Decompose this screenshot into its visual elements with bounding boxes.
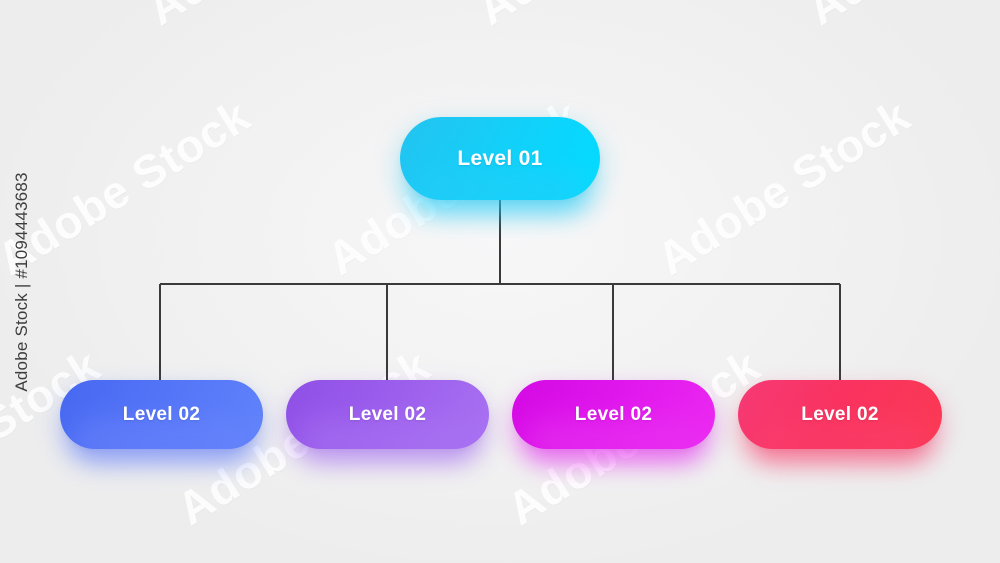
node-label: Level 01	[457, 147, 543, 170]
node-level-01[interactable]: Level 01	[400, 117, 600, 200]
node-level-02-1[interactable]: Level 02	[60, 380, 263, 449]
node-label: Level 02	[801, 404, 879, 425]
node-level-02-4[interactable]: Level 02	[738, 380, 942, 449]
node-label: Level 02	[348, 404, 427, 425]
node-label: Level 02	[574, 404, 653, 425]
node-label: Level 02	[122, 404, 201, 425]
node-level-02-2[interactable]: Level 02	[286, 380, 489, 449]
node-level-02-3[interactable]: Level 02	[512, 380, 715, 449]
